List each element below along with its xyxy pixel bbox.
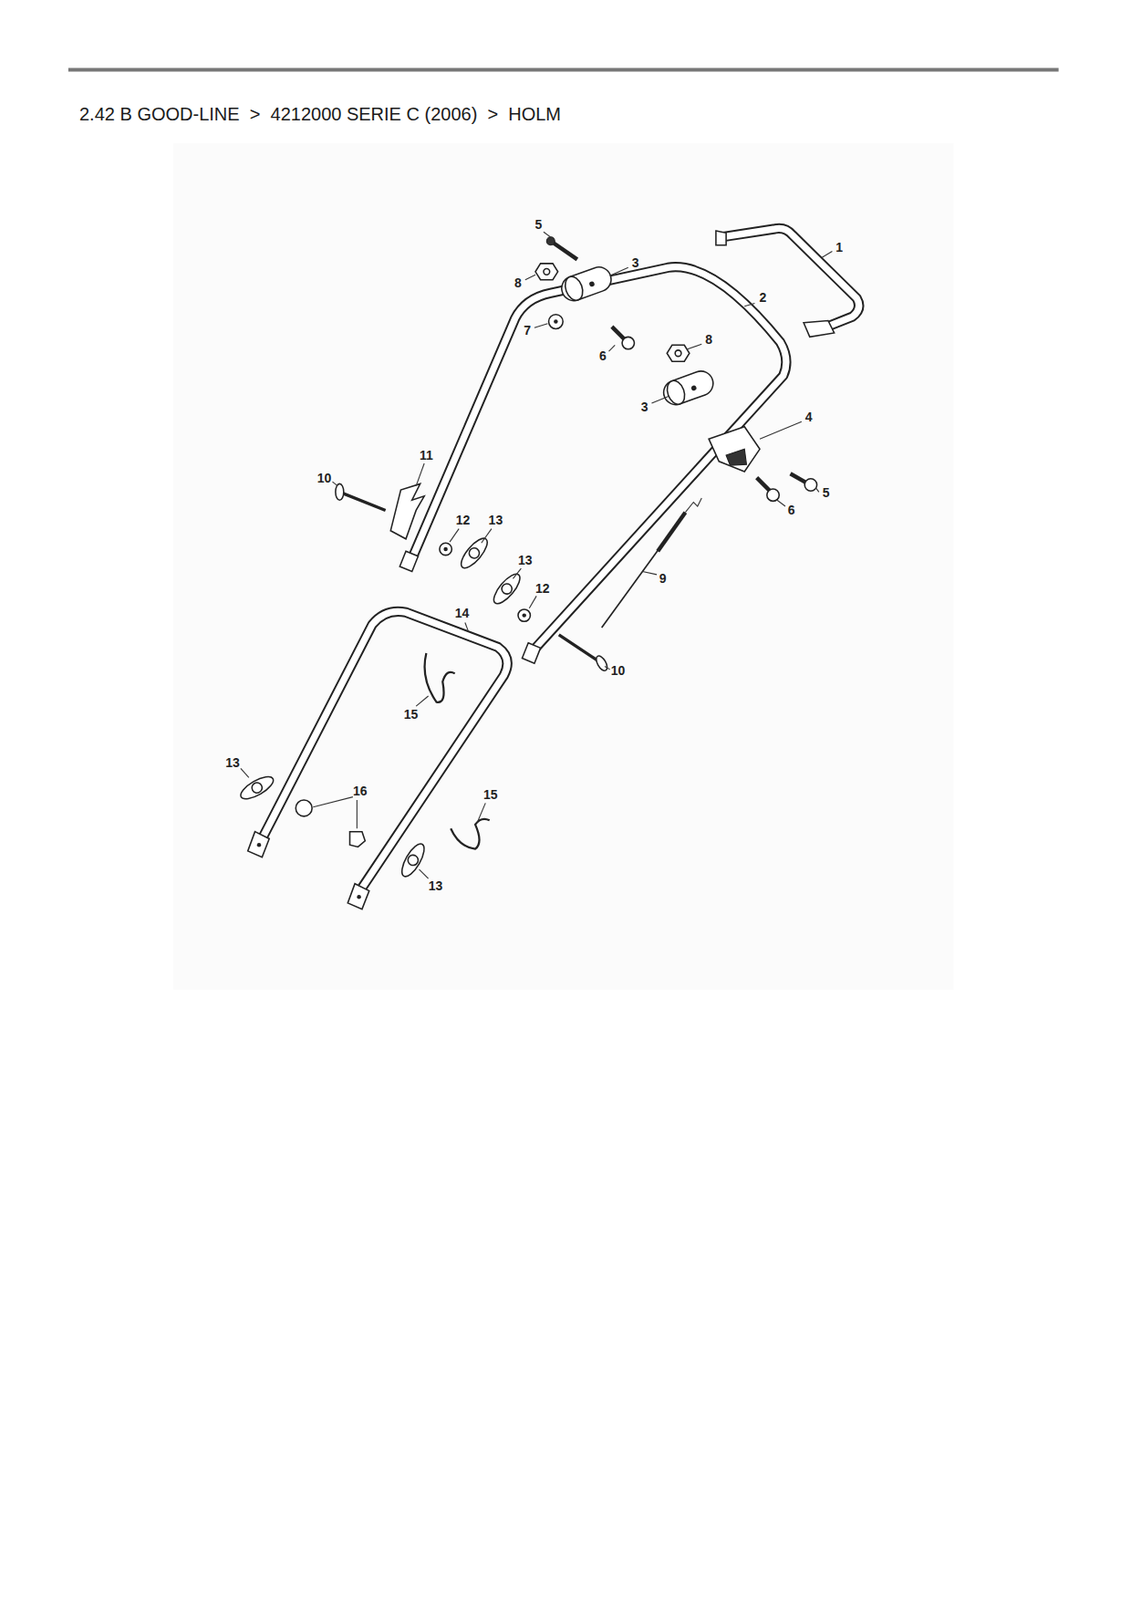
callout-number: 6 (599, 349, 607, 363)
callout-number: 15 (404, 707, 419, 721)
callout-number: 16 (352, 784, 368, 798)
callout-number: 13 (518, 553, 533, 567)
callout-number: 15 (483, 788, 499, 801)
callout-number: 8 (514, 276, 522, 290)
callout-number: 1 (835, 240, 843, 254)
callout-number: 5 (534, 217, 542, 231)
callout-number: 3 (632, 256, 640, 270)
callout-number: 14 (455, 606, 470, 620)
callout-number: 7 (523, 323, 531, 337)
callout-number: 10 (317, 471, 333, 485)
callout-number: 6 (788, 503, 796, 517)
callout-number: 10 (611, 664, 626, 677)
callout-number: 12 (535, 581, 550, 595)
callout-number: 2 (758, 290, 767, 304)
callout-number: 13 (488, 513, 504, 527)
callout-number: 8 (705, 332, 713, 346)
callout-number: 13 (428, 879, 444, 893)
callout-number: 13 (225, 756, 240, 769)
callout-number: 12 (456, 513, 471, 527)
callout-number: 5 (822, 486, 831, 499)
callout-number: 9 (659, 571, 667, 585)
callout-number: 4 (805, 410, 813, 424)
callout-number: 3 (641, 400, 649, 414)
callout-number: 11 (419, 448, 434, 462)
page-title: 2.42 B GOOD-LINE > 4212000 SERIE C (2006… (79, 103, 561, 125)
